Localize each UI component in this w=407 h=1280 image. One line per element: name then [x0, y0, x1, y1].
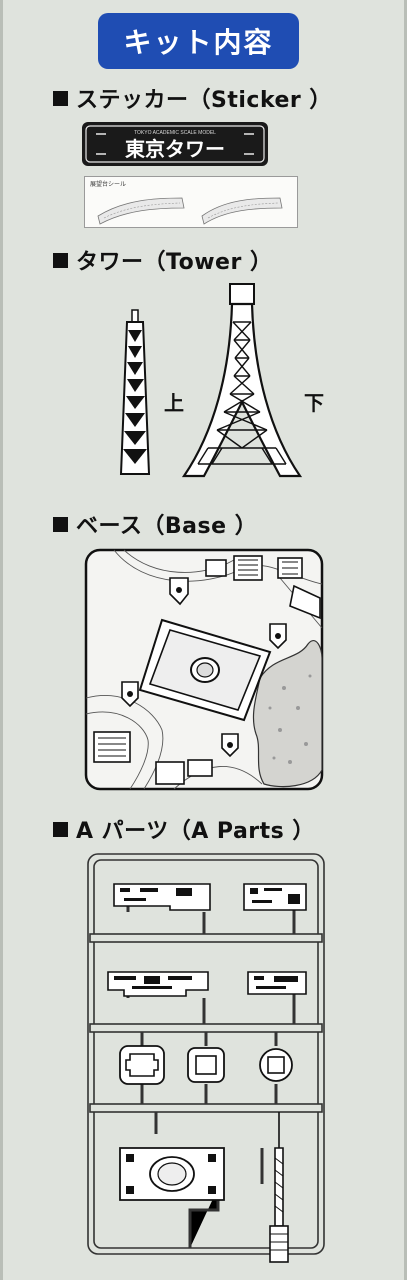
tower-upper-label: 上	[164, 391, 184, 415]
parts-heading: A パーツ（A Parts ）	[53, 815, 315, 844]
base-heading: ベース（Base ）	[53, 510, 258, 539]
tower-upper-part	[119, 309, 151, 475]
base-plate	[84, 548, 324, 791]
sticker-sheet-label: 展望台シール	[90, 180, 126, 188]
tower-lower-label: 下	[304, 391, 324, 415]
sticker-strip-left	[97, 197, 185, 225]
bullet-square-icon	[53, 516, 68, 532]
parts-heading-text: A パーツ（A Parts ）	[76, 819, 315, 844]
bullet-square-icon	[53, 90, 68, 106]
box-edge-right	[404, 0, 407, 1280]
tower-heading-text: タワー（Tower ）	[76, 250, 273, 275]
sticker-logo: TOKYO ACADEMIC SCALE MODEL 東京タワー	[82, 122, 268, 166]
sticker-logo-small-text: TOKYO ACADEMIC SCALE MODEL	[134, 130, 216, 136]
sticker-heading-text: ステッカー（Sticker ）	[76, 88, 332, 113]
sticker-strip-right	[201, 197, 283, 225]
tower-lower-part	[182, 283, 302, 478]
base-heading-text: ベース（Base ）	[76, 514, 258, 539]
bullet-square-icon	[53, 821, 68, 837]
sticker-sheet: 展望台シール	[84, 176, 298, 228]
kit-contents-title: キット内容	[98, 13, 299, 69]
bullet-square-icon	[53, 252, 68, 268]
base-center-pad	[138, 618, 272, 722]
box-edge-left	[0, 0, 3, 1280]
tower-heading: タワー（Tower ）	[53, 246, 273, 275]
sticker-heading: ステッカー（Sticker ）	[53, 84, 332, 113]
sticker-logo-text: 東京タワー	[125, 137, 225, 161]
parts-runner	[87, 853, 325, 1263]
